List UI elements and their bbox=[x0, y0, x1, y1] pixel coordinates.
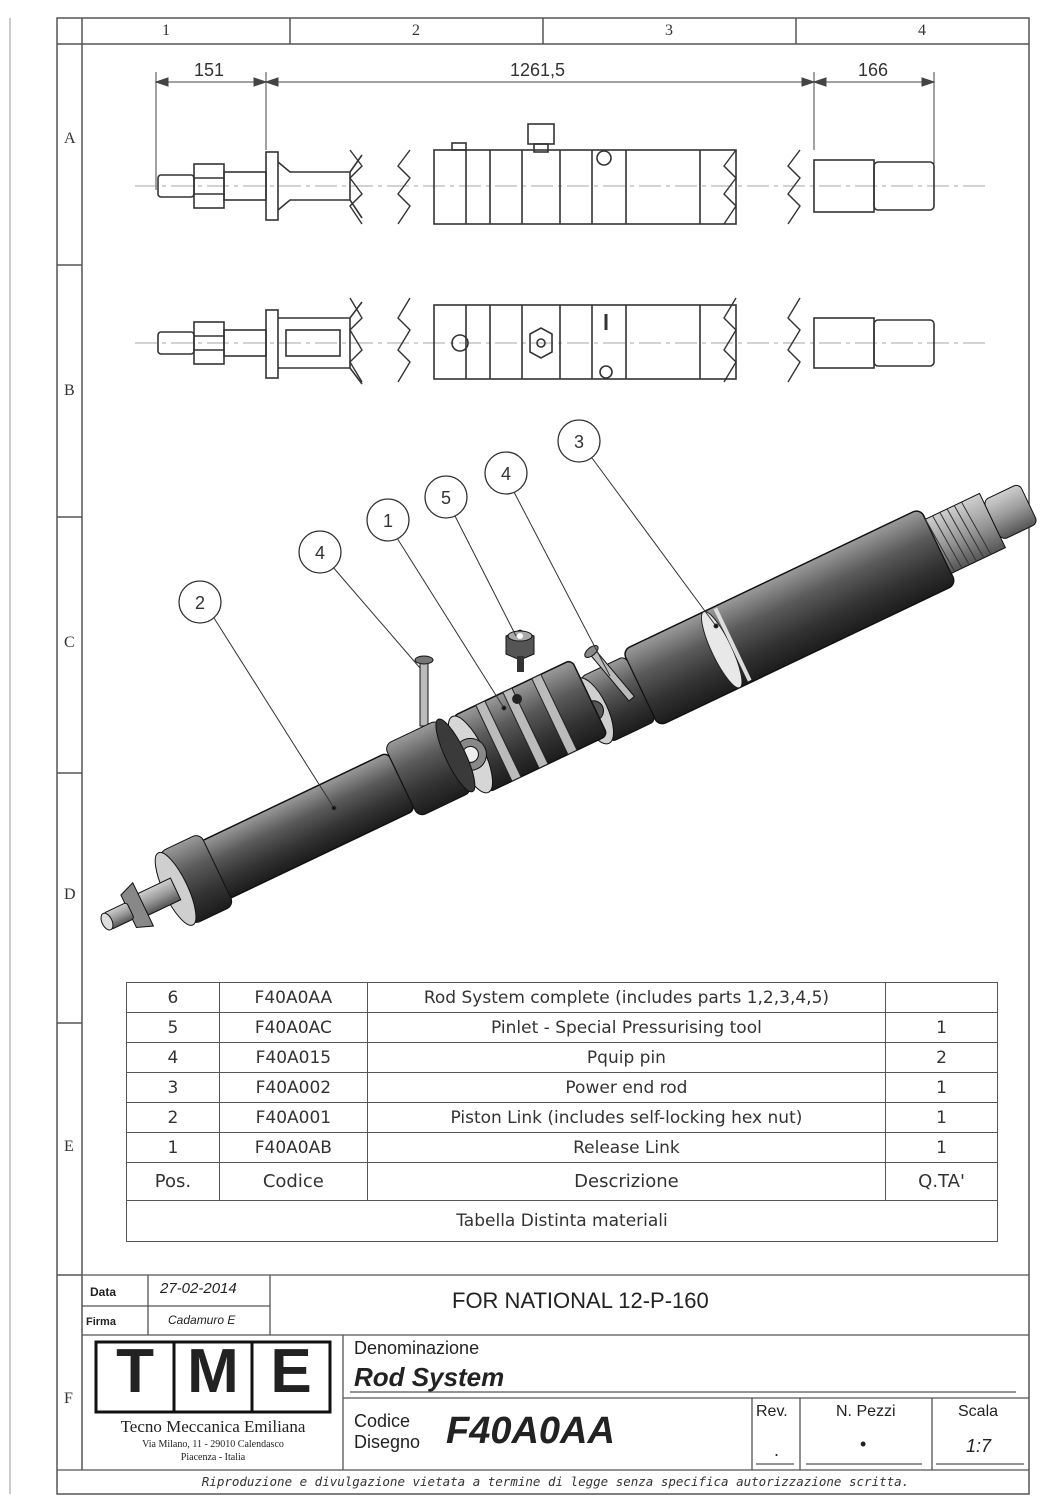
bom-pos: 4 bbox=[126, 1042, 220, 1073]
data-label: Data bbox=[90, 1285, 117, 1299]
bill-of-materials-table: 6 F40A0AA Rod System complete (includes … bbox=[126, 982, 998, 1242]
release-link-part bbox=[447, 660, 607, 794]
table-row: 2 F40A001 Piston Link (includes self-loc… bbox=[126, 1102, 998, 1133]
side-view-a bbox=[135, 123, 985, 225]
bom-qty: 1 bbox=[885, 1102, 998, 1133]
dimension-1261-5: 1261,5 bbox=[510, 60, 566, 80]
grid-column-4: 4 bbox=[918, 22, 926, 39]
sheet-frame bbox=[9, 17, 1030, 1495]
bom-header-code: Codice bbox=[218, 1162, 368, 1201]
bom-code: F40A0AC bbox=[218, 1012, 368, 1043]
bom-desc: Rod System complete (includes parts 1,2,… bbox=[366, 982, 887, 1013]
codice-label-1: Codice bbox=[354, 1411, 411, 1431]
table-row: 1 F40A0AB Release Link 1 bbox=[126, 1132, 998, 1163]
balloon-leaders bbox=[213, 457, 719, 811]
bom-desc: Pinlet - Special Pressurising tool bbox=[366, 1012, 887, 1043]
denominazione-label: Denominazione bbox=[354, 1338, 480, 1358]
firma-value: Cadamuro E bbox=[168, 1313, 236, 1327]
grid-row-d: D bbox=[64, 886, 76, 903]
bom-pos: 6 bbox=[126, 982, 220, 1013]
dimension-lines bbox=[154, 72, 936, 190]
table-row: 3 F40A002 Power end rod 1 bbox=[126, 1072, 998, 1103]
logo-letter-t: T bbox=[116, 1337, 154, 1406]
grid-column-1: 1 bbox=[162, 22, 170, 39]
bom-qty bbox=[885, 982, 998, 1013]
bom-code: F40A0AA bbox=[218, 982, 368, 1013]
bom-header-row: Pos. Codice Descrizione Q.TA' bbox=[126, 1162, 998, 1201]
table-row: 6 F40A0AA Rod System complete (includes … bbox=[126, 982, 998, 1013]
bom-pos: 1 bbox=[126, 1132, 220, 1163]
scala-value: 1:7 bbox=[966, 1436, 992, 1456]
bom-code: F40A002 bbox=[218, 1072, 368, 1103]
bom-code: F40A015 bbox=[218, 1042, 368, 1073]
firma-label: Firma bbox=[86, 1316, 116, 1328]
grid-row-a: A bbox=[64, 130, 76, 147]
side-view-b bbox=[135, 297, 985, 385]
pinlet-part bbox=[505, 629, 535, 672]
piston-link-part bbox=[100, 718, 476, 931]
bom-qty: 1 bbox=[885, 1132, 998, 1163]
bom-caption: Tabella Distinta materiali bbox=[126, 1200, 998, 1242]
grid-row-f: F bbox=[64, 1390, 73, 1407]
copyright-footer: Riproduzione e divulgazione vietata a te… bbox=[201, 1474, 910, 1489]
exploded-isometric-view bbox=[100, 484, 1037, 931]
company-name: Tecno Meccanica Emiliana bbox=[120, 1417, 306, 1436]
dimension-151: 151 bbox=[194, 60, 225, 80]
pin-part-right bbox=[584, 645, 636, 702]
logo-letter-m: M bbox=[187, 1337, 239, 1406]
bom-qty: 1 bbox=[885, 1072, 998, 1103]
bom-code: F40A001 bbox=[218, 1102, 368, 1133]
n-pezzi-value: • bbox=[860, 1434, 867, 1454]
company-address: Via Milano, 11 - 29010 Calendasco bbox=[142, 1439, 284, 1450]
bom-pos: 2 bbox=[126, 1102, 220, 1133]
bom-code: F40A0AB bbox=[218, 1132, 368, 1163]
scala-label: Scala bbox=[958, 1403, 999, 1420]
n-pezzi-label: N. Pezzi bbox=[836, 1403, 896, 1420]
title-block-lines bbox=[57, 1274, 1029, 1471]
codice-label-2: Disegno bbox=[354, 1432, 421, 1452]
project-title: FOR NATIONAL 12-P-160 bbox=[452, 1288, 709, 1313]
rev-value: . bbox=[774, 1440, 780, 1460]
bom-desc: Release Link bbox=[366, 1132, 887, 1163]
bom-pos: 5 bbox=[126, 1012, 220, 1043]
table-row: 5 F40A0AC Pinlet - Special Pressurising … bbox=[126, 1012, 998, 1043]
bom-desc: Power end rod bbox=[366, 1072, 887, 1103]
logo-letter-e: E bbox=[270, 1337, 312, 1406]
power-end-rod-part bbox=[573, 484, 1037, 745]
codice-disegno-value: F40A0AA bbox=[446, 1410, 615, 1452]
table-row: 4 F40A015 Pquip pin 2 bbox=[126, 1042, 998, 1073]
grid-column-3: 3 bbox=[665, 22, 673, 39]
bom-pos: 3 bbox=[126, 1072, 220, 1103]
bom-qty: 1 bbox=[885, 1012, 998, 1043]
bom-desc: Piston Link (includes self-locking hex n… bbox=[366, 1102, 887, 1133]
grid-column-2: 2 bbox=[412, 22, 420, 39]
company-city: Piacenza - Italia bbox=[180, 1452, 246, 1463]
dimension-166: 166 bbox=[858, 60, 889, 80]
bom-header-desc: Descrizione bbox=[366, 1162, 887, 1201]
grid-row-b: B bbox=[64, 382, 75, 399]
grid-row-c: C bbox=[64, 634, 75, 651]
data-value: 27-02-2014 bbox=[160, 1280, 237, 1297]
rev-label: Rev. bbox=[756, 1403, 788, 1420]
denominazione-value: Rod System bbox=[354, 1362, 505, 1392]
bom-desc: Pquip pin bbox=[366, 1042, 887, 1073]
bom-header-qty: Q.TA' bbox=[885, 1162, 998, 1201]
bom-header-pos: Pos. bbox=[126, 1162, 220, 1201]
tme-logo-frame bbox=[94, 1340, 332, 1414]
bom-caption-row: Tabella Distinta materiali bbox=[126, 1200, 998, 1242]
bom-qty: 2 bbox=[885, 1042, 998, 1073]
grid-row-e: E bbox=[64, 1138, 74, 1155]
pin-part-left bbox=[414, 655, 434, 727]
